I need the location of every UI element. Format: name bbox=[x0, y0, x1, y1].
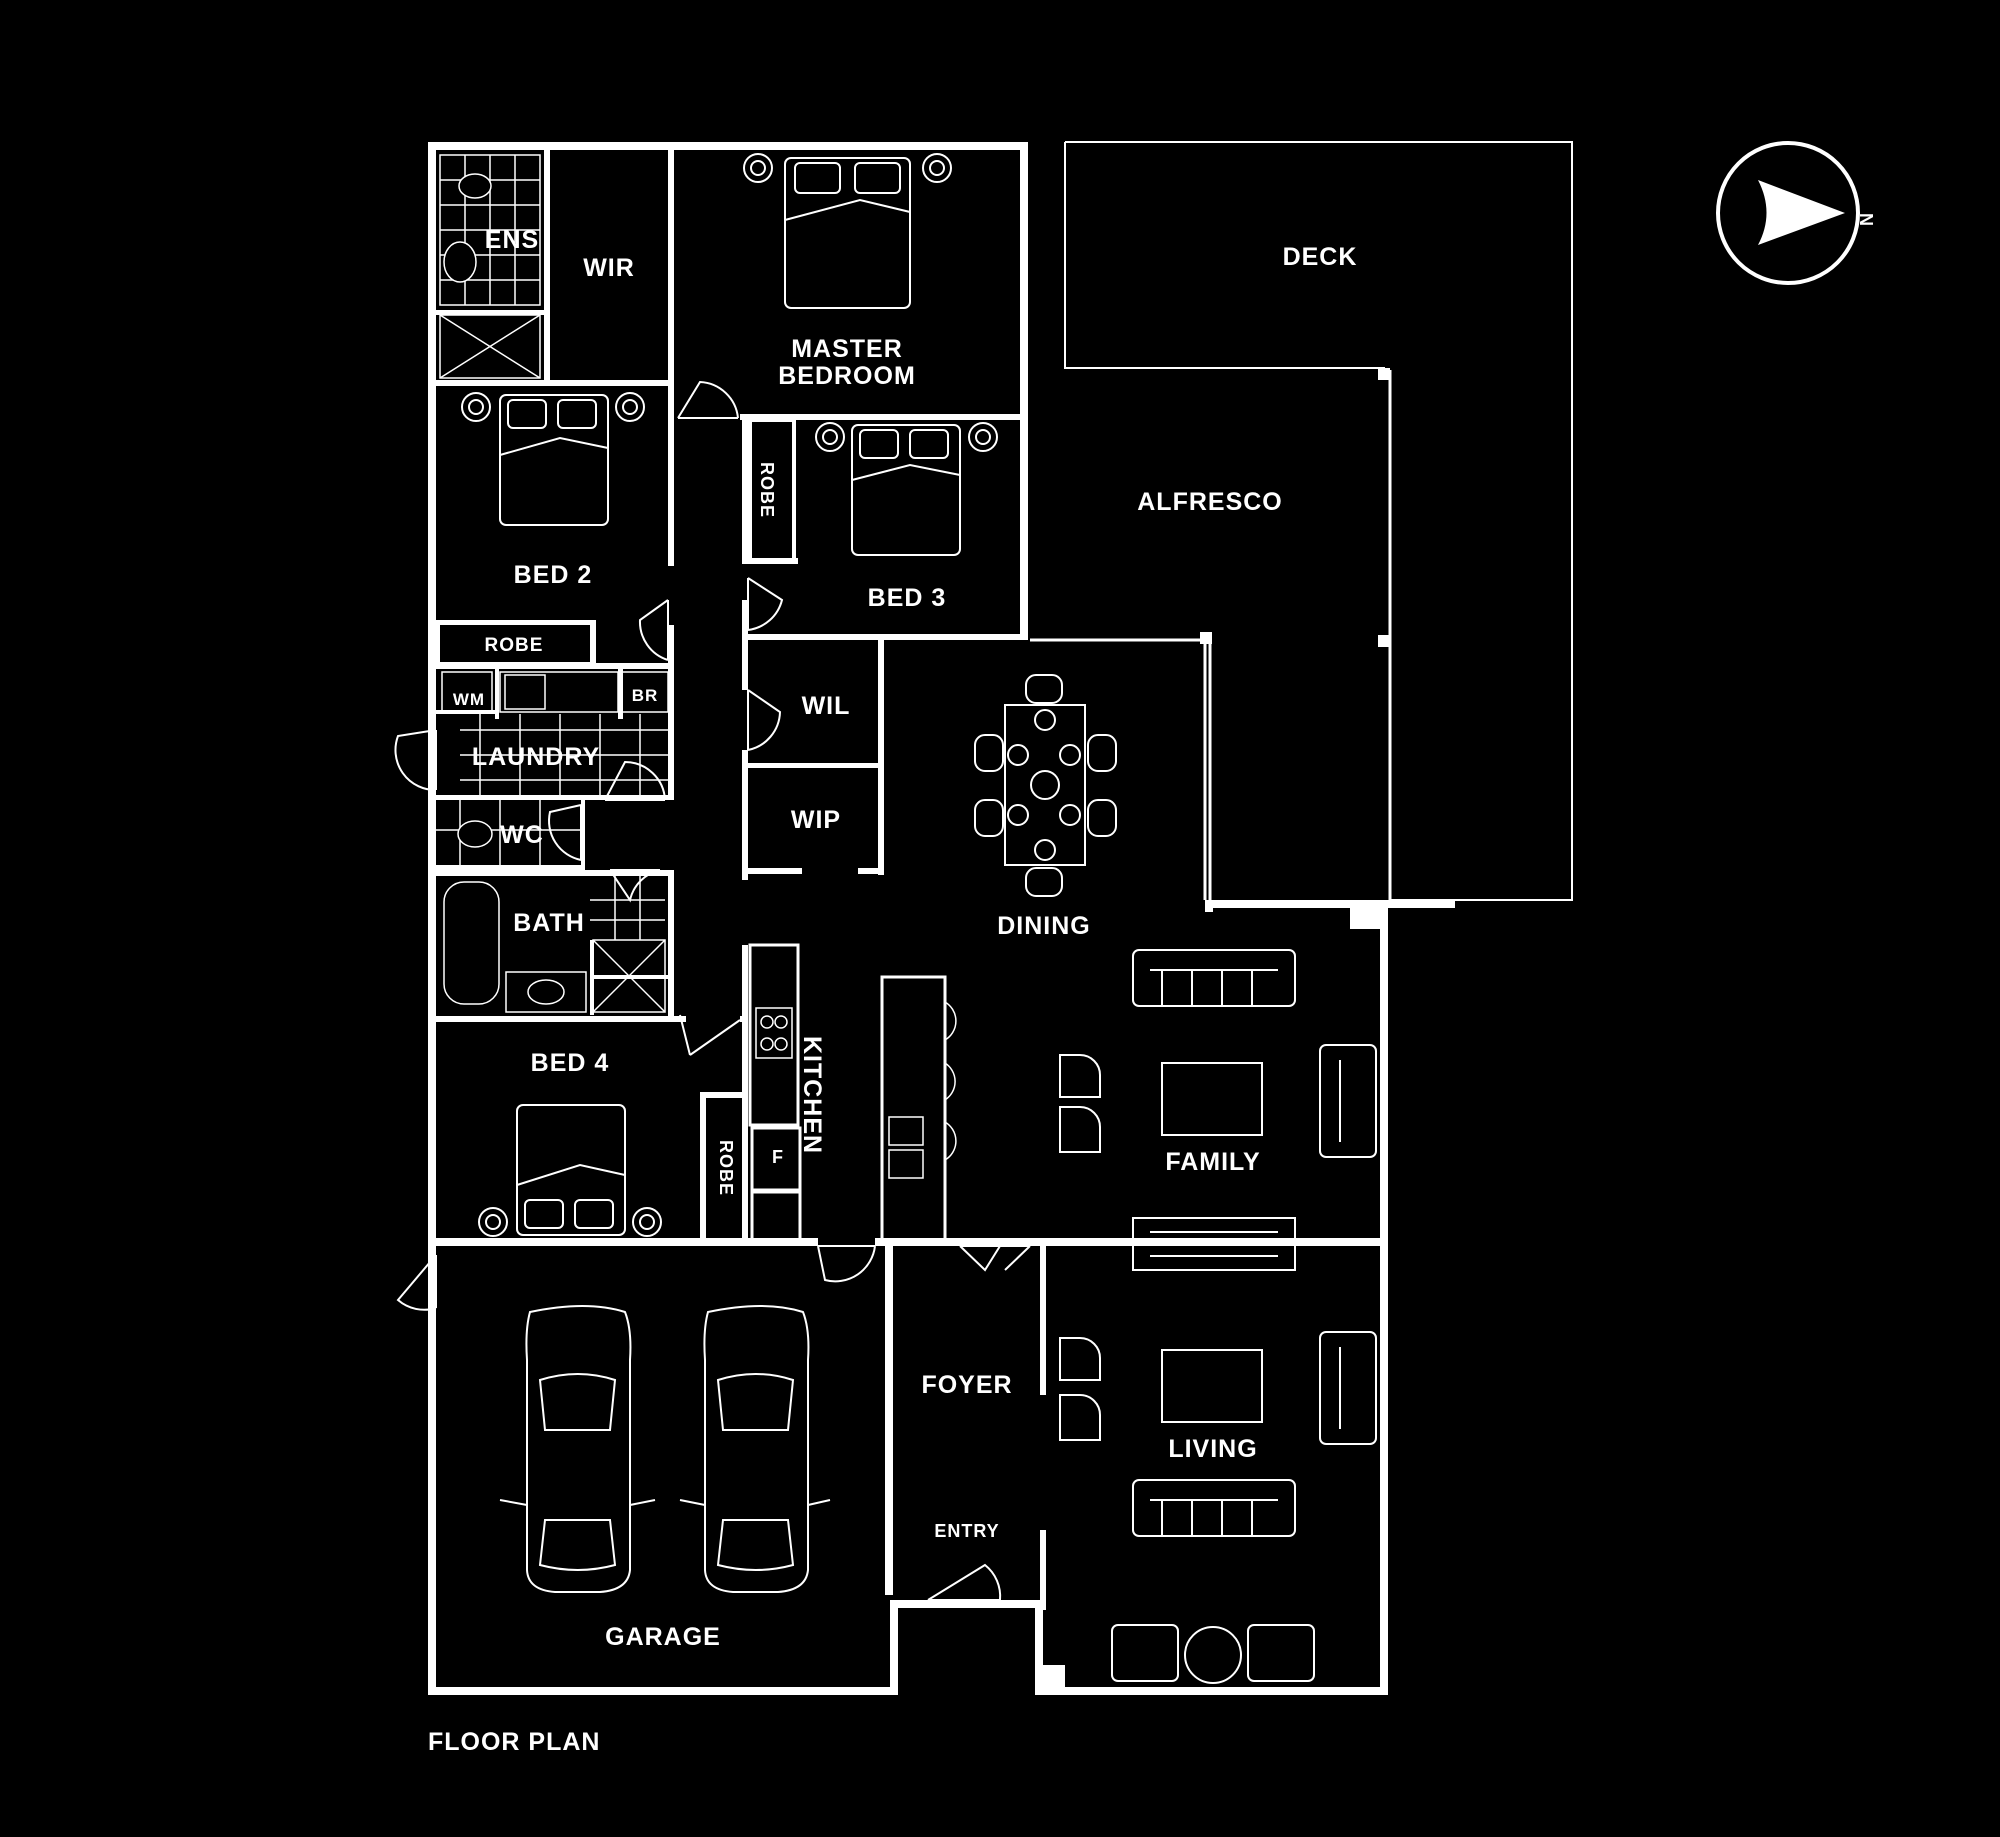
room-label-bed2: BED 2 bbox=[514, 561, 593, 589]
room-label-robe-bed2: ROBE bbox=[485, 635, 544, 656]
plan-title: FLOOR PLAN bbox=[428, 1728, 601, 1756]
label-entry: ENTRY bbox=[934, 1521, 999, 1541]
room-label-wip: WIP bbox=[791, 806, 841, 834]
room-label-robe-bed4: ROBE bbox=[716, 1140, 736, 1196]
north-arrow-icon bbox=[1758, 180, 1845, 245]
bed4-bed-icon bbox=[478, 1104, 662, 1237]
room-label-dining: DINING bbox=[997, 912, 1091, 940]
room-label-kitchen: KITCHEN bbox=[798, 1036, 826, 1154]
laundry-fixtures bbox=[441, 671, 669, 795]
label-fridge: F bbox=[772, 1147, 784, 1167]
deck-outline bbox=[1064, 141, 1573, 901]
robe-bed3-box bbox=[748, 418, 796, 562]
room-label-bed4: BED 4 bbox=[531, 1049, 610, 1077]
room-label-foyer: FOYER bbox=[921, 1371, 1012, 1399]
room-label-ens: ENS bbox=[485, 226, 539, 254]
robe-bed2-box bbox=[436, 620, 595, 666]
bed3-bed-icon bbox=[815, 422, 998, 556]
room-label-wil: WIL bbox=[802, 692, 851, 720]
door-swings bbox=[394, 380, 1031, 1601]
room-label-master-2: BEDROOM bbox=[778, 362, 916, 390]
master-bed-icon bbox=[743, 153, 952, 309]
kitchen-fixtures bbox=[755, 1001, 957, 1179]
exterior-walls bbox=[428, 142, 1455, 1695]
room-label-laundry: LAUNDRY bbox=[472, 743, 600, 771]
room-label-garage: GARAGE bbox=[605, 1623, 721, 1651]
wc-fixtures bbox=[436, 800, 581, 865]
room-label-deck: DECK bbox=[1283, 243, 1358, 271]
alfresco-outline bbox=[1030, 368, 1392, 905]
room-label-wc: WC bbox=[500, 821, 544, 849]
label-br: BR bbox=[632, 686, 659, 705]
room-label-family: FAMILY bbox=[1165, 1148, 1260, 1176]
bed2-bed-icon bbox=[461, 392, 645, 526]
bath-fixtures bbox=[443, 876, 666, 1013]
room-label-robe-bed3: ROBE bbox=[757, 462, 777, 518]
robe-bed4-box bbox=[702, 1094, 746, 1243]
living-furniture bbox=[1059, 1331, 1377, 1684]
dining-table-icon bbox=[974, 674, 1117, 897]
car-icon bbox=[679, 1305, 831, 1593]
room-label-living: LIVING bbox=[1168, 1435, 1257, 1463]
north-compass: N bbox=[1716, 141, 1876, 285]
family-furniture bbox=[1059, 949, 1377, 1271]
label-wm: WM bbox=[453, 690, 485, 709]
room-label-bath: BATH bbox=[513, 909, 585, 937]
room-label-bed3: BED 3 bbox=[868, 584, 947, 612]
ensuite-fixtures bbox=[439, 154, 541, 379]
room-label-master-1: MASTER bbox=[791, 335, 903, 363]
room-label-alfresco: ALFRESCO bbox=[1137, 488, 1283, 516]
compass-n-letter: N bbox=[1856, 213, 1876, 227]
room-label-wir: WIR bbox=[583, 254, 635, 282]
car-icon bbox=[499, 1305, 656, 1593]
